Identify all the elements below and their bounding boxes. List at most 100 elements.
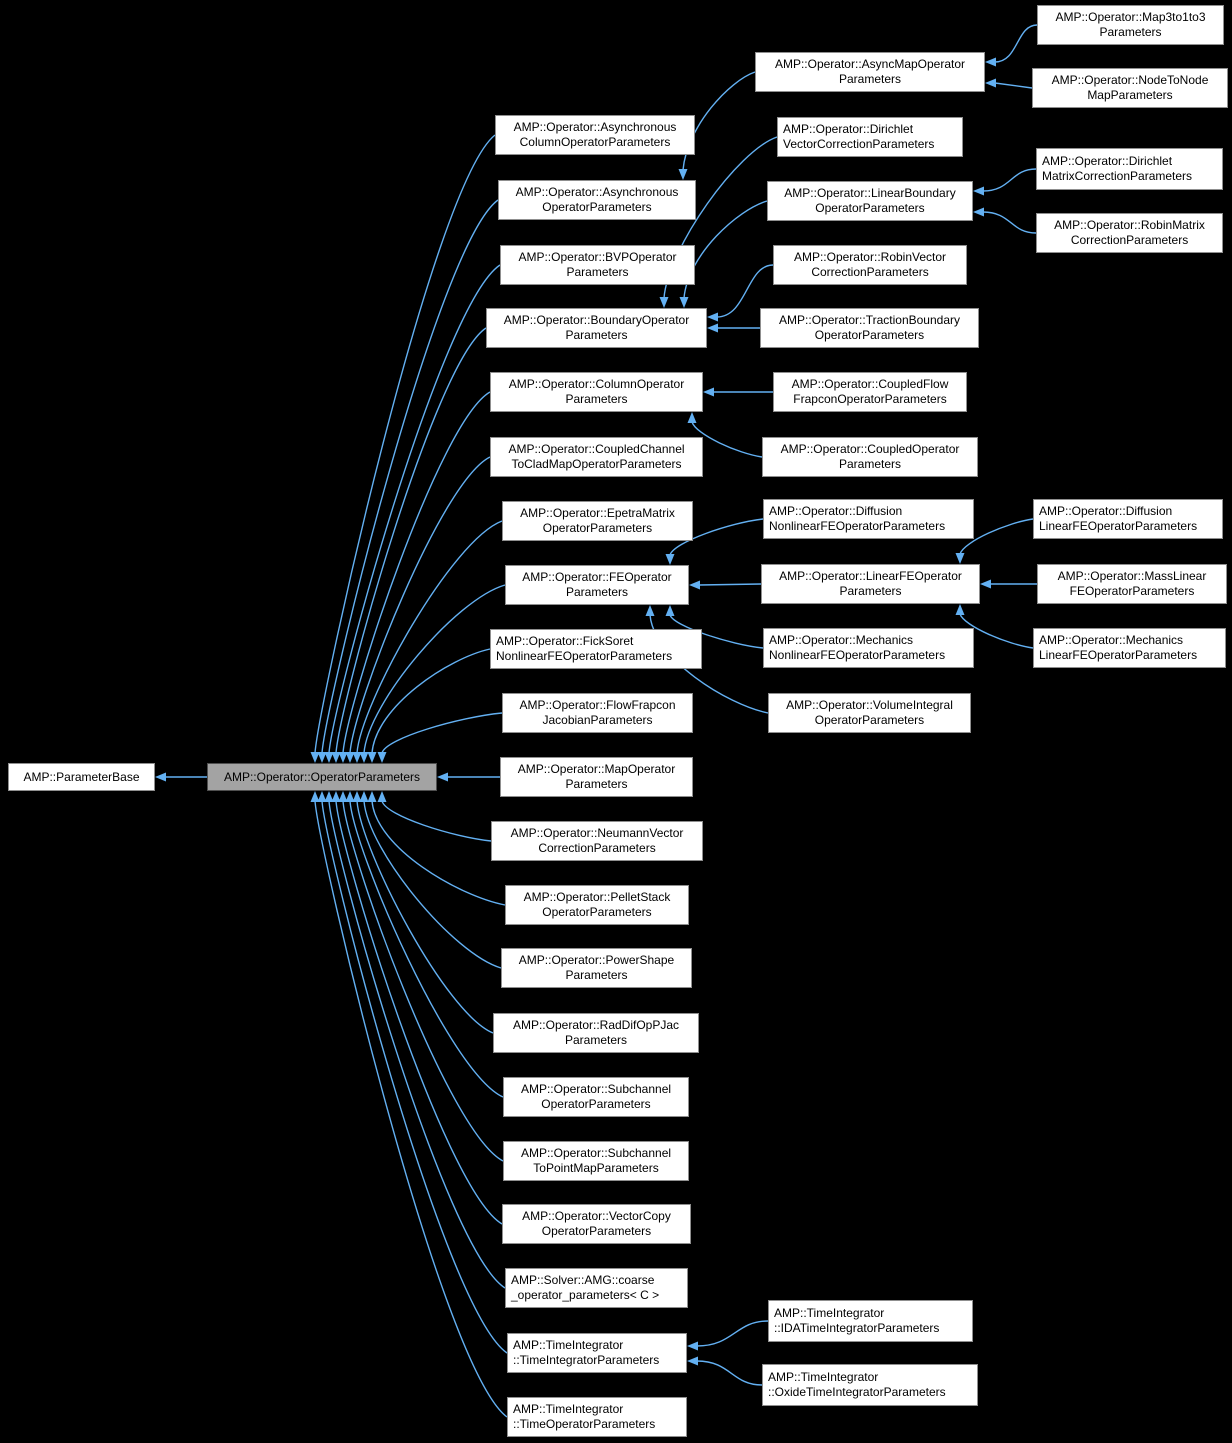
inheritance-edge-epetra-matrix-operator-parameters--operator-parameters	[356, 520, 503, 754]
inheritance-edge-coupled-channel-to-clad-map-operator-parameters--operator-parameters	[349, 456, 491, 754]
class-name-line: _operator_parameters< C >	[511, 1288, 660, 1302]
arrowhead-icon	[377, 752, 387, 763]
inheritance-edge-asynchronous-operator-parameters--operator-parameters	[321, 199, 499, 754]
arrowhead-icon	[985, 57, 996, 67]
class-name-line: CorrectionParameters	[538, 841, 656, 855]
class-name-line: AMP::Operator::LinearBoundary	[784, 186, 956, 200]
arrowhead-icon	[345, 791, 355, 802]
class-name-line: AMP::Operator::TractionBoundary	[779, 313, 960, 327]
arrowhead-icon	[155, 772, 166, 782]
class-name-line: ::OxideTimeIntegratorParameters	[768, 1385, 946, 1399]
class-name-line: AMP::Operator::CoupledFlow	[791, 377, 949, 391]
class-node-parameter-base[interactable]: AMP::ParameterBase	[8, 763, 155, 791]
inheritance-edge-diffusion-linear-fe-operator-parameters--linear-fe-operator-parameters	[959, 518, 1034, 555]
class-name-line: Parameters	[565, 328, 628, 342]
inheritance-edge-linear-fe-operator-parameters--fe-operator-parameters	[698, 583, 762, 586]
inheritance-edge-diffusion-nonlinear-fe-operator-parameters--fe-operator-parameters	[669, 518, 764, 556]
inheritance-edge-coupled-operator-parameters--column-operator-parameters	[691, 421, 763, 458]
arrowhead-icon	[689, 580, 700, 590]
class-name-line: ColumnOperatorParameters	[519, 135, 671, 149]
inheritance-edge-boundary-operator-parameters--operator-parameters	[335, 327, 487, 754]
class-name-line: ::TimeOperatorParameters	[513, 1417, 656, 1431]
class-name-line: AMP::Operator::RadDifOpPJac	[512, 1018, 680, 1032]
arrowhead-icon	[687, 1356, 698, 1366]
class-node-amg-coarse-operator-parameters[interactable]: AMP::Solver::AMG::coarse_operator_parame…	[505, 1268, 688, 1308]
class-name-line: OperatorParameters	[815, 201, 925, 215]
class-name-line: AMP::Operator::FlowFrapcon	[519, 698, 676, 712]
class-name-line: Parameters	[838, 457, 902, 471]
arrowhead-icon	[367, 791, 377, 802]
class-name-line: AMP::Operator::Asynchronous	[515, 185, 679, 199]
class-name-line: FEOperatorParameters	[1069, 584, 1195, 598]
class-node-operator-parameters: AMP::Operator::OperatorParameters	[207, 763, 437, 791]
class-name-line: AMP::Operator::LinearFEOperator	[779, 569, 962, 583]
class-name-line: AMP::Operator::Dirichlet	[1042, 154, 1173, 168]
class-name-line: AMP::Operator::AsyncMapOperator	[774, 57, 966, 71]
class-node-ida-time-integrator-parameters[interactable]: AMP::TimeIntegrator::IDATimeIntegratorPa…	[768, 1300, 973, 1342]
class-name-line: VectorCorrectionParameters	[783, 137, 935, 151]
class-name-line: AMP::TimeIntegrator	[513, 1338, 624, 1352]
class-name-line: MapParameters	[1087, 88, 1173, 102]
class-name-line: AMP::Operator::FEOperator	[522, 570, 672, 584]
class-node-oxide-time-integrator-parameters[interactable]: AMP::TimeIntegrator::OxideTimeIntegrator…	[762, 1364, 978, 1406]
class-name-line: Parameters	[839, 584, 902, 598]
class-name-line: OperatorParameters	[541, 1097, 651, 1111]
class-name-line: OperatorParameters	[542, 521, 653, 535]
arrowhead-icon	[338, 752, 348, 763]
class-name-line: AMP::Operator::Asynchronous	[513, 120, 677, 134]
class-name-line: AMP::ParameterBase	[23, 769, 140, 784]
class-name-line: FrapconOperatorParameters	[793, 392, 947, 406]
class-node-time-integrator-parameters[interactable]: AMP::TimeIntegrator::TimeIntegratorParam…	[507, 1333, 687, 1373]
class-node-time-operator-parameters[interactable]: AMP::TimeIntegrator::TimeOperatorParamet…	[507, 1397, 687, 1437]
arrowhead-icon	[352, 791, 362, 802]
class-name-line: AMP::Operator::FickSoret	[496, 634, 634, 648]
class-name-line: AMP::Operator::Dirichlet	[783, 122, 914, 136]
arrowhead-icon	[955, 604, 965, 615]
class-name-line: AMP::Operator::MassLinear	[1057, 569, 1207, 583]
inheritance-edge-mechanics-nonlinear-fe-operator-parameters--fe-operator-parameters	[669, 614, 764, 649]
inheritance-edge-subchannel-operator-parameters--operator-parameters	[349, 800, 504, 1098]
class-name-line: NonlinearFEOperatorParameters	[769, 519, 946, 533]
arrowhead-icon	[973, 207, 984, 217]
class-name-line: AMP::Operator::Mechanics	[769, 633, 914, 647]
class-name-line: AMP::Operator::Map3to1to3	[1055, 10, 1206, 24]
class-name-line: AMP::Operator::MapOperator	[517, 762, 676, 776]
arrowhead-icon	[331, 791, 341, 802]
